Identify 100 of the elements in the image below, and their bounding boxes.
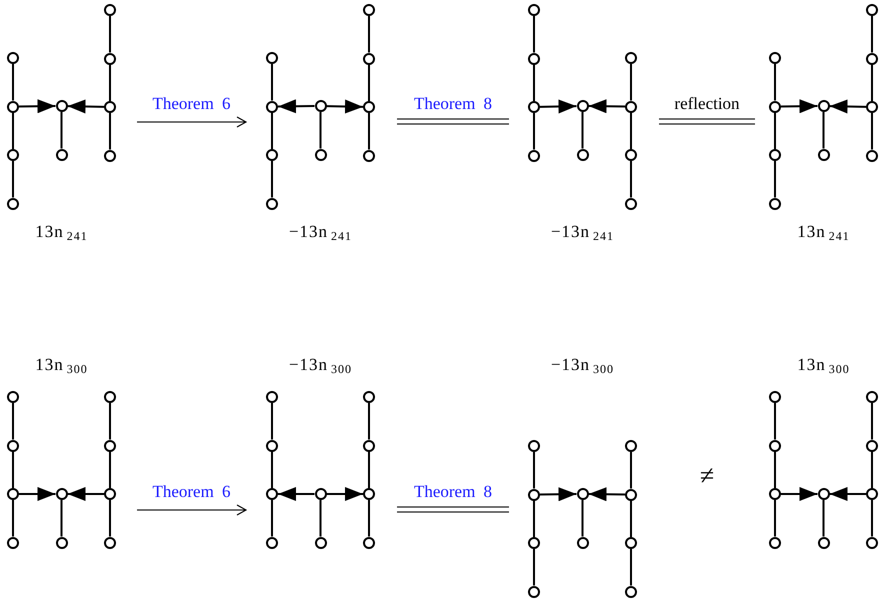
vertex-circle: [363, 391, 375, 403]
vertex-circle: [363, 440, 375, 452]
polynomial-label: 13n$_{241}$: [797, 222, 850, 245]
graph-edge: [368, 500, 370, 536]
graph-edge: [630, 500, 632, 537]
directed-edge: [781, 487, 818, 501]
graph-edge: [630, 452, 632, 488]
vertex-circle: [818, 536, 830, 548]
graph-edge: [871, 452, 873, 488]
not-equal-sign: ≠: [700, 462, 714, 490]
vertex-circle: [104, 536, 116, 548]
vertex-circle: [363, 4, 375, 16]
vertex-circle: [528, 101, 540, 113]
vertex-circle: [266, 440, 278, 452]
vertex-circle: [104, 488, 116, 500]
graph-edge: [871, 113, 873, 150]
vertex-circle: [818, 100, 830, 112]
vertex-circle: [528, 440, 540, 452]
graph-edge: [582, 500, 584, 536]
vertex-circle: [104, 52, 116, 64]
vertex-circle: [866, 440, 878, 452]
arrow: [137, 116, 247, 128]
vertex-circle: [314, 100, 326, 112]
directed-edge: [830, 487, 866, 501]
graph-edge: [368, 403, 370, 440]
graph-edge: [822, 500, 824, 536]
vertex-circle: [528, 150, 540, 162]
vertex-circle: [625, 52, 637, 64]
vertex-circle: [314, 148, 326, 160]
edge-label: Theorem 8: [414, 94, 492, 114]
directed-edge: [588, 487, 626, 502]
vertex-circle: [7, 52, 19, 64]
vertex-circle: [769, 198, 781, 210]
graph-edge: [822, 112, 824, 148]
vertex-circle: [266, 100, 278, 112]
graph-edge: [533, 16, 535, 52]
directed-edge: [780, 99, 818, 114]
directed-edge: [326, 100, 364, 114]
graph-edge: [60, 112, 62, 148]
vertex-circle: [363, 52, 375, 64]
vertex-circle: [266, 149, 278, 161]
graph-edge: [60, 500, 62, 536]
vertex-circle: [363, 150, 375, 162]
vertex-circle: [528, 52, 540, 64]
edge-label: Theorem 6: [152, 94, 231, 114]
graph-edge: [582, 112, 584, 148]
directed-edge: [326, 487, 363, 501]
vertex-circle: [104, 391, 116, 403]
graph-edge: [109, 452, 111, 488]
vertex-circle: [528, 488, 540, 500]
vertex-circle: [625, 440, 637, 452]
graph-edge: [774, 452, 776, 488]
graph-edge: [630, 112, 632, 149]
vertex-circle: [266, 52, 278, 64]
vertex-circle: [625, 586, 637, 598]
directed-edge: [68, 487, 104, 501]
equals-sign: [396, 118, 510, 125]
graph-edge: [630, 161, 632, 198]
vertex-circle: [7, 536, 19, 548]
vertex-circle: [625, 488, 637, 500]
graph-edge: [533, 549, 535, 586]
polynomial-label: 13n$_{300}$: [35, 355, 88, 378]
vertex-circle: [769, 149, 781, 161]
vertex-circle: [314, 488, 326, 500]
graph-edge: [12, 112, 14, 149]
polynomial-label: −13n$_{300}$: [288, 355, 352, 378]
graph-edge: [630, 64, 632, 100]
vertex-circle: [818, 488, 830, 500]
vertex-circle: [56, 536, 68, 548]
vertex-circle: [866, 488, 878, 500]
polynomial-label: −13n$_{241}$: [550, 222, 614, 245]
graph-edge: [12, 452, 14, 488]
directed-edge: [588, 99, 626, 114]
directed-edge: [18, 99, 56, 114]
graph-edge: [871, 403, 873, 440]
graph-edge: [271, 403, 273, 440]
vertex-circle: [7, 391, 19, 403]
graph-edge: [271, 161, 273, 198]
vertex-circle: [576, 488, 588, 500]
arrow: [137, 504, 247, 516]
graph-edge: [774, 161, 776, 198]
vertex-circle: [769, 100, 781, 112]
vertex-circle: [769, 536, 781, 548]
equals-sign: [396, 506, 510, 513]
vertex-circle: [266, 536, 278, 548]
vertex-circle: [7, 149, 19, 161]
graph-edge: [109, 113, 111, 150]
graph-edge: [774, 64, 776, 100]
vertex-circle: [56, 100, 68, 112]
polynomial-label: 13n$_{241}$: [35, 222, 88, 245]
graph-edge: [12, 64, 14, 100]
graph-edge: [271, 452, 273, 488]
graph-edge: [109, 500, 111, 536]
polynomial-label: −13n$_{300}$: [550, 355, 614, 378]
graph-edge: [871, 16, 873, 52]
graph-edge: [320, 112, 322, 148]
vertex-circle: [769, 440, 781, 452]
vertex-circle: [266, 198, 278, 210]
graph-edge: [109, 64, 111, 101]
graph-edge: [368, 64, 370, 101]
